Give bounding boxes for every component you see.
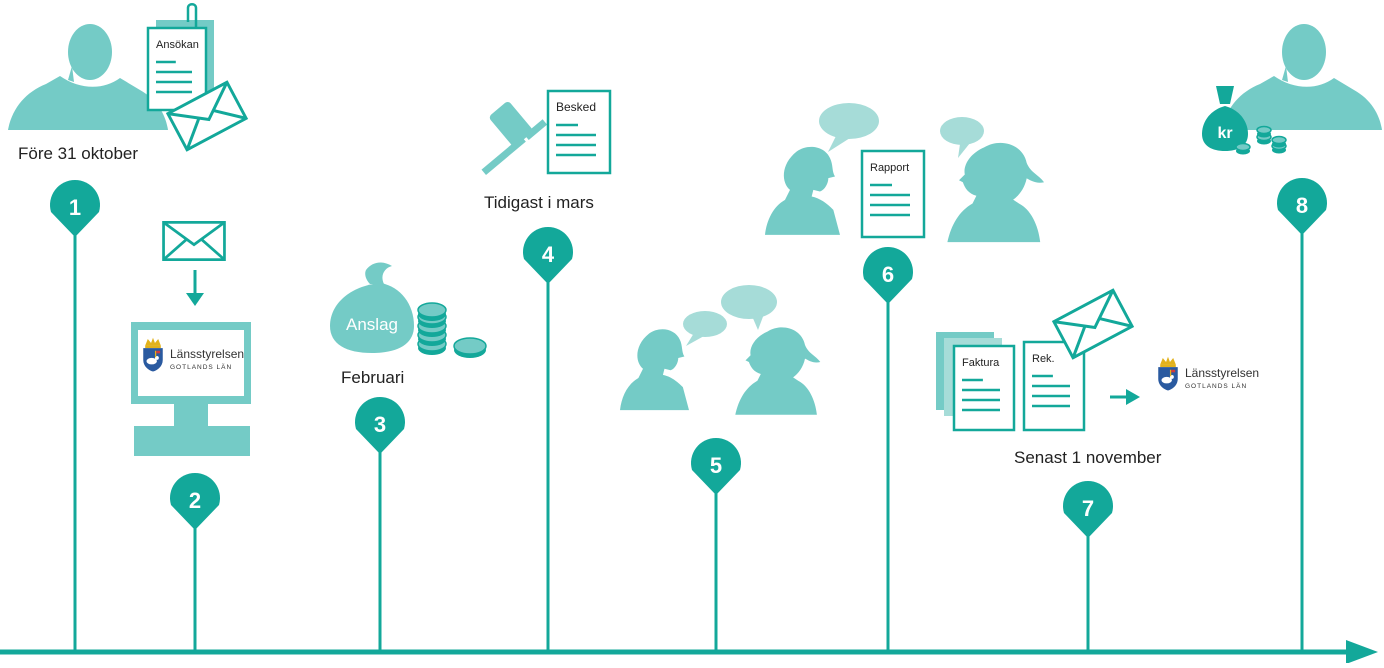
logo-name: Länsstyrelsen — [170, 347, 244, 361]
step-4-illustration: Besked — [481, 89, 612, 176]
person-icon — [1222, 24, 1382, 130]
arrow-right-icon — [1126, 389, 1140, 405]
caption-step-4: Tidigast i mars — [484, 193, 594, 212]
crest-icon — [1158, 356, 1178, 391]
logo-subtitle: GOTLANDS LÄN — [170, 363, 232, 371]
map-pin-icon — [355, 396, 406, 454]
map-pin-icon — [863, 247, 913, 304]
step-1-illustration: Ansökan — [8, 3, 248, 152]
speech-bubble-icon — [819, 103, 879, 152]
map-pin-icon — [1276, 177, 1328, 235]
step-3-marker: 3 — [355, 396, 406, 454]
paperclip-icon — [186, 3, 198, 28]
conversation-icon — [765, 103, 1045, 243]
coins-icon — [417, 302, 487, 358]
document-label: Faktura — [962, 357, 1000, 369]
decision-document-icon: Besked — [546, 89, 612, 175]
invoice-icon: Faktura — [952, 344, 1016, 432]
step-8-marker: 8 — [1276, 177, 1328, 235]
speech-bubble-icon — [940, 117, 984, 158]
person-profile-icon — [735, 327, 821, 415]
receipt-icon: Rek. — [1022, 340, 1086, 432]
person-profile-icon — [947, 142, 1045, 243]
step-2-marker: 2 — [170, 473, 220, 530]
report-document-icon: Rapport — [860, 149, 926, 239]
step-1-marker: 1 — [49, 179, 101, 237]
speech-bubble-icon — [721, 285, 777, 330]
document-label: Ansökan — [156, 39, 199, 51]
map-pin-icon — [690, 437, 741, 495]
envelope-icon — [162, 221, 226, 261]
map-pin-icon — [523, 227, 573, 284]
step-number: 3 — [374, 412, 386, 437]
step-number: 2 — [189, 488, 201, 513]
bag-label: Anslag — [346, 315, 398, 334]
conversation-icon — [620, 285, 821, 415]
bag-label: kr — [1217, 125, 1232, 142]
step-number: 1 — [69, 195, 81, 220]
person-icon — [8, 24, 168, 130]
step-number: 8 — [1296, 193, 1308, 218]
step-number: 7 — [1082, 496, 1094, 521]
step-4-marker: 4 — [523, 227, 573, 284]
application-document-icon: Ansökan — [146, 26, 208, 112]
step-number: 4 — [542, 242, 555, 267]
step-6-illustration: Rapport — [765, 103, 1045, 243]
money-bag-icon: Anslag — [330, 262, 414, 353]
timeline-arrowhead-icon — [1346, 640, 1378, 664]
step-5-illustration — [620, 285, 821, 415]
person-profile-icon — [765, 146, 840, 235]
step-5-marker: 5 — [690, 437, 741, 495]
gavel-icon — [481, 101, 548, 176]
step-6-marker: 6 — [863, 247, 913, 304]
caption-step-3: Februari — [341, 368, 405, 387]
arrow-down-icon — [186, 293, 204, 306]
map-pin-icon — [49, 179, 101, 237]
document-label: Rapport — [870, 162, 909, 174]
person-profile-icon — [620, 329, 689, 411]
coins-icon — [1235, 125, 1287, 155]
map-pin-icon — [170, 473, 220, 530]
speech-bubble-icon — [683, 311, 727, 346]
caption-step-1: Före 31 oktober — [18, 144, 139, 163]
step-7-marker: 7 — [1063, 481, 1113, 538]
step-number: 5 — [710, 453, 722, 478]
document-label: Besked — [556, 100, 596, 114]
money-bag-icon: kr — [1202, 86, 1248, 151]
step-number: 6 — [882, 262, 894, 287]
logo-name: Länsstyrelsen — [1185, 366, 1259, 380]
document-label: Rek. — [1032, 353, 1055, 365]
step-8-illustration: kr — [1202, 24, 1382, 155]
caption-step-7: Senast 1 november — [1014, 448, 1162, 467]
logo-subtitle: GOTLANDS LÄN — [1185, 382, 1247, 390]
map-pin-icon — [1063, 481, 1113, 538]
step-3-illustration: Anslag — [330, 262, 487, 358]
